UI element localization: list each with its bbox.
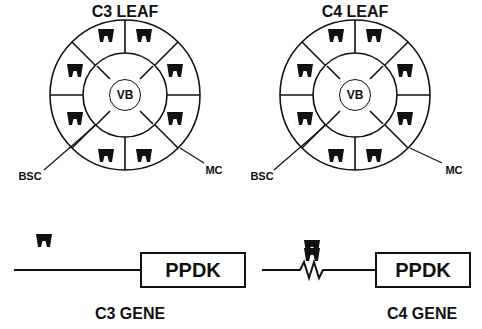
gene-heading: C3 GENE bbox=[95, 305, 165, 323]
cell-label: MC bbox=[205, 164, 222, 176]
node-text: PPDK bbox=[395, 259, 451, 282]
leaf-heading: C4 LEAF bbox=[322, 3, 389, 21]
gene-box: PPDK bbox=[140, 252, 246, 288]
vascular-bundle: VB bbox=[109, 79, 141, 111]
leaf-heading: C3 LEAF bbox=[92, 3, 159, 21]
gene-box: PPDK bbox=[375, 252, 471, 288]
cell-label: BSC bbox=[18, 170, 41, 182]
cell-label: MC bbox=[445, 164, 462, 176]
node-text: VB bbox=[117, 88, 134, 102]
node-text: VB bbox=[347, 88, 364, 102]
gene-heading: C4 GENE bbox=[387, 305, 457, 323]
vascular-bundle: VB bbox=[339, 79, 371, 111]
cell-label: BSC bbox=[250, 170, 273, 182]
node-text: PPDK bbox=[165, 259, 221, 282]
